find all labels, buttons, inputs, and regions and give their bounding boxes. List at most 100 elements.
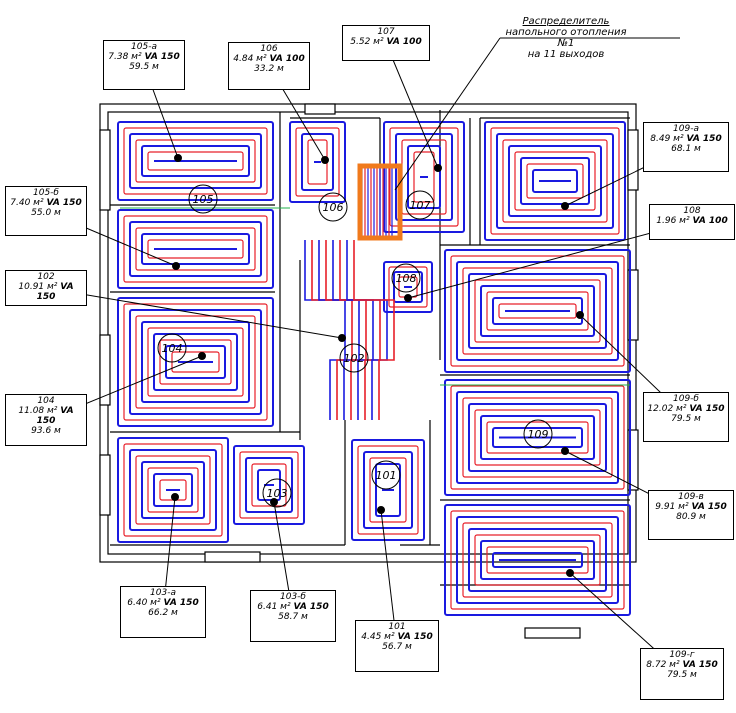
- room-number-r104: 104: [162, 342, 183, 355]
- leader-7: [407, 221, 693, 299]
- loop-length: 79.5 м: [667, 670, 697, 680]
- coil-109v-loop: [486, 421, 589, 454]
- distributor-manifold: [357, 163, 403, 241]
- loop-type: VA 150: [36, 406, 74, 426]
- loop-area-type: 9.91 м² VA 150: [651, 502, 731, 512]
- loop-area-type: 11.08 м² VA 150: [8, 406, 84, 426]
- coil-102-pipe: [311, 240, 353, 420]
- loop-area: 5.52 м²: [350, 37, 384, 47]
- coil-105b-loop: [117, 209, 274, 289]
- leader-dot: [338, 334, 346, 342]
- leader-dot: [377, 506, 385, 514]
- leader-dot: [270, 498, 278, 506]
- coil-109b-loop: [474, 279, 601, 343]
- loop-area-type: 1.96 м² VA 100: [652, 216, 732, 226]
- loop-id: 104: [37, 396, 55, 406]
- room-circle-r103: [262, 478, 292, 508]
- loop-type: VA 150: [686, 134, 722, 144]
- coil-107-loop: [383, 121, 465, 233]
- coil-109b-loop: [480, 285, 595, 337]
- loop-id: 105-б: [33, 188, 59, 198]
- coil-109v-loop: [468, 403, 607, 472]
- coil-102-pipe: [353, 240, 395, 420]
- loop-area: 6.41 м²: [257, 602, 291, 612]
- manifold-highlight: [357, 163, 403, 241]
- window: [99, 129, 111, 211]
- coil-109v-loop: [480, 415, 595, 460]
- coil-109b-loop: [492, 297, 583, 325]
- coil-101-loop: [351, 439, 425, 541]
- loop-area: 8.49 м²: [650, 134, 684, 144]
- loop-area: 10.91 м²: [18, 282, 58, 292]
- loop-length: 93.6 м: [31, 426, 61, 436]
- window: [524, 627, 581, 639]
- loop-area: 7.38 м²: [108, 52, 142, 62]
- coil-106-loop: [289, 121, 346, 203]
- loop-area-type: 8.72 м² VA 150: [643, 660, 721, 670]
- distributor-title-line2: напольного отопления №1: [505, 27, 627, 49]
- coil-105b-loop: [123, 215, 268, 283]
- coil-101-loop: [363, 451, 413, 529]
- leader-2: [385, 42, 439, 169]
- window: [204, 551, 261, 563]
- window: [627, 429, 639, 491]
- coil-109a-loop: [520, 157, 590, 205]
- coil-105a-loop: [135, 139, 256, 183]
- coil-102-pipe: [346, 240, 388, 420]
- loop-type: VA 150: [397, 632, 433, 642]
- coil-103b-loop: [257, 469, 281, 501]
- loop-id: 103-а: [150, 588, 176, 598]
- coil-105b-loop: [147, 239, 244, 259]
- title-leader: [394, 37, 501, 191]
- loop-length: 59.5 м: [129, 62, 159, 72]
- room-number-r101: 101: [376, 469, 397, 482]
- loop-id: 106: [260, 44, 278, 54]
- coil-104-loop: [129, 309, 262, 415]
- loop-type: VA 100: [269, 54, 305, 64]
- coil-103a-loop: [135, 455, 211, 525]
- coil-109b-loop: [444, 249, 631, 373]
- coil-108-loop: [383, 261, 433, 313]
- coil-109b-loop: [462, 267, 613, 355]
- coil-103b-loop: [245, 457, 293, 513]
- window: [304, 103, 336, 115]
- coil-109a-loop: [496, 133, 614, 229]
- coil-109a-loop: [526, 163, 584, 199]
- room-number-r105: 105: [193, 193, 214, 206]
- coil-104-loop: [153, 333, 238, 391]
- coil-101-loop: [375, 463, 401, 517]
- loop-type: VA 150: [46, 198, 82, 208]
- room-circle-r102: [339, 343, 369, 373]
- coil-109a-loop: [490, 127, 620, 235]
- loop-area-type: 7.40 м² VA 150: [8, 198, 84, 208]
- loop-area-type: 6.40 м² VA 150: [123, 598, 203, 608]
- loop-area-type: 8.49 м² VA 150: [646, 134, 726, 144]
- leader-dot: [576, 311, 584, 319]
- coil-102-pipe: [339, 240, 381, 420]
- coil-103a-loop: [129, 449, 217, 531]
- loop-area-type: 7.38 м² VA 150: [106, 52, 182, 62]
- coil-109a-loop: [508, 145, 602, 217]
- coil-109g-loop: [474, 534, 601, 586]
- loop-area-type: 10.91 м² VA 150: [8, 282, 84, 302]
- window: [627, 129, 639, 191]
- loop-id: 109-г: [669, 650, 695, 660]
- leader-dot: [198, 352, 206, 360]
- coil-109b-loop: [498, 303, 577, 319]
- loop-length: 66.2 м: [148, 608, 178, 618]
- loop-area-type: 4.84 м² VA 100: [231, 54, 307, 64]
- loop-type: VA 150: [163, 598, 199, 608]
- coil-109g-loop: [492, 552, 583, 568]
- leader-4: [45, 287, 343, 339]
- room-circle-r109: [523, 419, 553, 449]
- leader-dot: [172, 262, 180, 270]
- leader-dot: [561, 447, 569, 455]
- loop-length: 58.7 м: [278, 612, 308, 622]
- room-circle-r106: [318, 192, 348, 222]
- loop-area: 9.91 м²: [655, 502, 689, 512]
- loop-area: 4.45 м²: [361, 632, 395, 642]
